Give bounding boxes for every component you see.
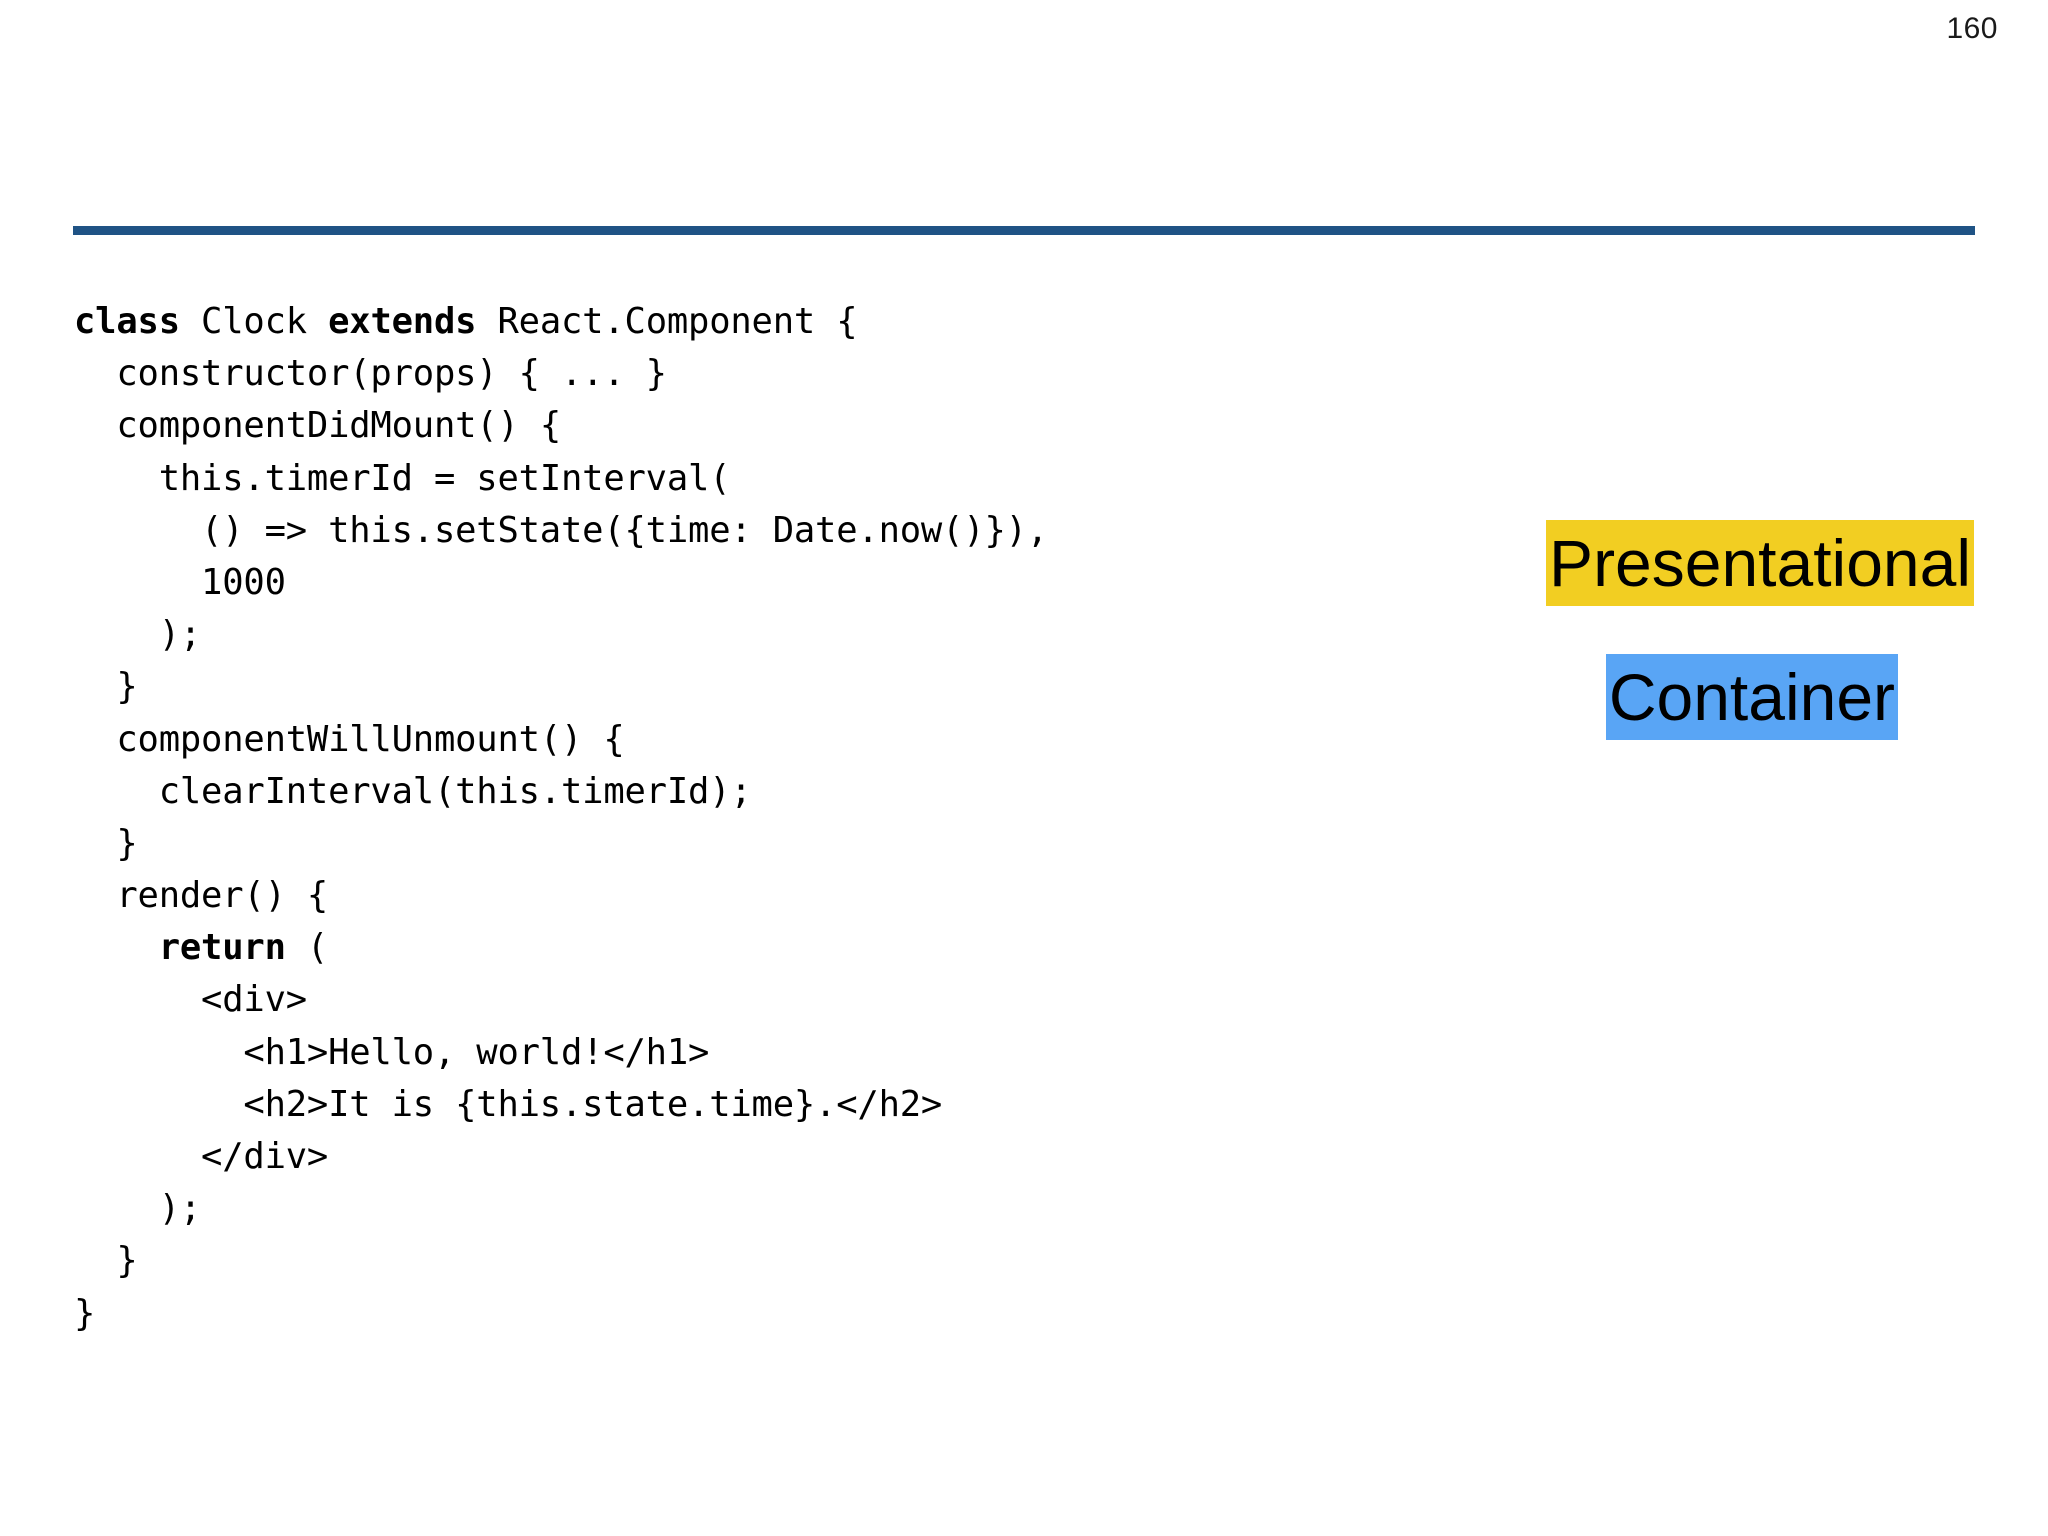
code-text: componentWillUnmount() { (116, 718, 625, 760)
code-line: ); (74, 1183, 1048, 1235)
code-text: () => this.setState({time: Date.now()}), (201, 509, 1048, 551)
header-divider-rule (73, 226, 1975, 235)
presentational-label: Presentational (1546, 520, 1974, 606)
code-line: constructor(props) { ... } (74, 348, 1048, 400)
code-text: componentDidMount() { (116, 405, 561, 447)
code-keyword: class (74, 301, 202, 342)
code-text: <h2>It is {this.state.time}.</h2> (243, 1083, 943, 1125)
code-line: componentDidMount() { (74, 400, 1048, 452)
code-line: this.timerId = setInterval( (74, 453, 1048, 505)
code-text: 1000 (201, 561, 286, 603)
code-line: ); (74, 609, 1048, 661)
annotation-row-container: Container (1180, 654, 1980, 740)
code-text: this.timerId = setInterval( (158, 457, 731, 499)
container-label: Container (1605, 654, 1898, 740)
code-text: Clock (201, 301, 329, 342)
code-text: render() { (116, 875, 329, 917)
code-line: () => this.setState({time: Date.now()}), (74, 505, 1048, 557)
code-line: componentWillUnmount() { (74, 714, 1048, 766)
code-text: clearInterval(this.timerId); (158, 770, 752, 812)
code-line: } (74, 661, 1048, 713)
code-text: React.Component { (497, 301, 858, 342)
code-text: </div> (201, 1136, 329, 1177)
code-keyword: return (158, 927, 307, 969)
code-text: constructor(props) { ... } (116, 353, 667, 395)
code-line: } (74, 1288, 1048, 1340)
code-line: render() { (74, 870, 1048, 922)
code-text: ); (158, 614, 202, 656)
code-line: return ( (74, 922, 1048, 974)
page-number: 160 (1946, 12, 1998, 45)
annotation-row-presentational: Presentational (1180, 520, 1980, 606)
code-text: ( (306, 927, 329, 969)
code-text: <div> (201, 979, 307, 1021)
code-text: } (116, 666, 138, 708)
annotation-labels: Presentational Container (1180, 520, 1980, 740)
code-line: 1000 (74, 557, 1048, 609)
code-line: <h1>Hello, world!</h1> (74, 1027, 1048, 1079)
code-line: } (74, 1235, 1048, 1287)
code-listing: class Clock extends React.Component { co… (74, 296, 1048, 1340)
code-line: clearInterval(this.timerId); (74, 766, 1048, 818)
code-keyword: extends (328, 301, 498, 342)
code-line: <h2>It is {this.state.time}.</h2> (74, 1079, 1048, 1131)
code-line: class Clock extends React.Component { (74, 296, 1048, 348)
code-text: } (116, 822, 138, 864)
code-line: </div> (74, 1131, 1048, 1183)
code-text: <h1>Hello, world!</h1> (243, 1031, 710, 1073)
code-text: } (74, 1292, 96, 1334)
code-line: } (74, 818, 1048, 870)
code-text: ); (158, 1188, 202, 1230)
code-line: <div> (74, 974, 1048, 1026)
code-text: } (116, 1240, 138, 1282)
